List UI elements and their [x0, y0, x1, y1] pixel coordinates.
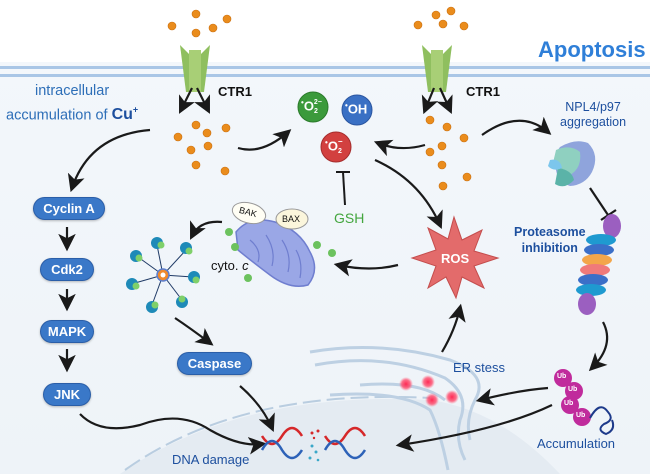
cdk2-node: Cdk2 [40, 258, 94, 281]
arrow-ctr1-in-right-b [436, 87, 453, 115]
inhibition-gsh-superoxide [336, 171, 350, 206]
arrow-ctr1-in-left-a [179, 87, 195, 114]
arrow-cu-right-to-radicals [373, 139, 426, 157]
ros-label: ROS [441, 251, 470, 266]
ros-burst-icon [410, 215, 500, 300]
ubiquitin-chain [554, 369, 615, 436]
arrow-jnk-to-dna [79, 413, 267, 455]
hydroxyl-label: •OH [345, 101, 368, 117]
er-stress-label: ER stess [453, 360, 506, 375]
arrow-ros-to-mito [333, 259, 399, 277]
bax-label: BAX [282, 214, 301, 224]
arrow-ctr1-in-left-b [194, 87, 210, 114]
superoxide-dianion-radical [297, 91, 329, 123]
arrow-ub-to-er [475, 386, 549, 406]
superoxide-label: •O2− [325, 137, 343, 156]
hydroxyl-radical [341, 94, 373, 126]
ub-label: Ub [568, 386, 578, 393]
arrow-proteasome-to-ub [588, 321, 609, 372]
arrow-ctr1-in-right-a [421, 87, 439, 115]
arrow-cu-right-to-npl4 [481, 116, 552, 136]
copper-ions [167, 6, 472, 191]
intracellular-accumulation-label: intracellular accumulation of Cu+ [6, 82, 138, 125]
cu-ion-label: Cu [111, 106, 133, 124]
mapk-node: MAPK [40, 320, 94, 343]
cytochrome-c-particles [225, 228, 336, 282]
arrow-er-to-ros [441, 303, 466, 353]
nucleus [120, 395, 560, 474]
gsh-label: GSH [334, 210, 365, 226]
cell-membrane [0, 66, 650, 77]
bax-protein [275, 208, 309, 230]
arrow-ub-to-dna [395, 404, 553, 452]
er-stress-foci [399, 375, 459, 407]
proteasome [576, 214, 621, 315]
jnk-node: JNK [43, 383, 91, 406]
ctr1-channel-left [180, 45, 210, 92]
arrow-radicals-to-ros [374, 158, 443, 230]
apoptosome [126, 237, 200, 313]
superoxide-dianion-label: •O22− [301, 98, 322, 116]
bak-protein [231, 201, 267, 225]
arrow-caspase-to-dna [239, 385, 275, 433]
ub-label: Ub [564, 400, 574, 407]
npl4-p97-aggregate [548, 141, 596, 187]
ctr1-channel-right [422, 45, 452, 92]
accumulation-label: Accumulation [537, 436, 616, 451]
arrow-apoptosome-to-caspase [174, 317, 214, 346]
superoxide-radical [320, 131, 352, 163]
ctr1-left-label: CTR1 [218, 84, 252, 99]
arrow-cu-to-radicals [237, 129, 292, 151]
arrow-cu-to-cyclin [67, 128, 151, 193]
arrow-mito-to-apoptosome [190, 220, 223, 240]
dna-damage-label: DNA damage [172, 452, 250, 467]
ctr1-right-label: CTR1 [466, 84, 500, 99]
intracellular-line1: intracellular [35, 83, 110, 99]
dna-helix-icon [260, 426, 367, 462]
ub-label: Ub [557, 373, 567, 380]
mitochondrion [235, 219, 316, 287]
ub-label: Ub [576, 412, 586, 419]
cyto-c-label: cyto. c [211, 258, 249, 273]
intracellular-line2: accumulation of [6, 107, 108, 124]
cyclin-a-node: Cyclin A [33, 197, 105, 220]
apoptosis-title: Apoptosis [538, 37, 646, 62]
cu-charge: + [132, 105, 139, 115]
caspase-node: Caspase [177, 352, 252, 375]
